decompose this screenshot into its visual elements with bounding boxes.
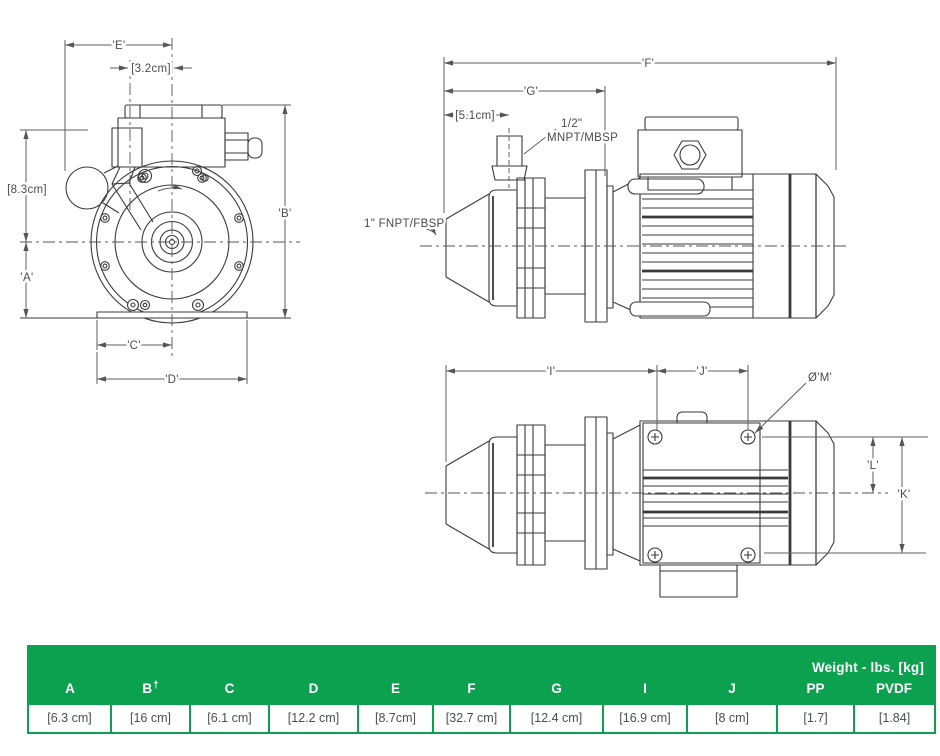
col-header-d: D xyxy=(269,679,358,704)
dim-label-5-1cm: [5.1cm] xyxy=(455,110,495,122)
weight-header-row: Weight - lbs. [kg] xyxy=(28,646,936,679)
dimension-3-2cm: [3.2cm] xyxy=(110,61,192,78)
col-header-j: J xyxy=(687,679,778,704)
col-header-a: A xyxy=(28,679,111,704)
dimension-c: 'C' xyxy=(96,320,172,355)
col-header-i: I xyxy=(603,679,687,704)
value-e: [8.7cm] xyxy=(357,703,434,734)
dagger-footnote-mark: † xyxy=(153,679,159,691)
value-i: [16.9 cm] xyxy=(602,703,688,734)
mounting-hole xyxy=(740,429,756,445)
junction-box-side xyxy=(637,116,743,191)
value-a: [6.3 cm] xyxy=(27,703,112,734)
dimension-f: 'F' xyxy=(443,56,837,213)
discharge-port xyxy=(491,128,528,188)
col-header-pvdf: PVDF xyxy=(854,679,936,704)
base-plate-front xyxy=(20,298,291,319)
motor-foot xyxy=(659,564,738,598)
dimension-i: 'I' xyxy=(445,364,657,462)
bottom-side-view-drawing: 'I' 'J' Ø'M' 'L' 'K' xyxy=(425,364,928,598)
dimension-8-3cm: [8.3cm] xyxy=(5,129,88,242)
dimension-a: 'A' xyxy=(18,242,36,318)
column-header-row: A B† C D E F G I J PP PVDF xyxy=(28,679,936,704)
col-header-pp: PP xyxy=(777,679,855,704)
inlet-callout: 1" FNPT/FBSP xyxy=(362,216,447,236)
dimension-l: 'L' xyxy=(865,437,881,493)
value-f: [32.7 cm] xyxy=(432,703,511,734)
col-header-g: G xyxy=(510,679,603,704)
dim-label-3-2cm: [3.2cm] xyxy=(131,63,171,75)
mounting-plate xyxy=(642,411,761,564)
flange-bolt-holes xyxy=(100,173,244,271)
dimensions-table: Weight - lbs. [kg] A B† C D E F G I J PP… xyxy=(27,645,937,734)
value-j: [8 cm] xyxy=(685,703,779,734)
dim-label-f: 'F' xyxy=(642,58,654,70)
col-header-b: B† xyxy=(111,679,190,704)
clamp-knob xyxy=(65,165,154,231)
dim-label-m: Ø'M' xyxy=(808,372,832,384)
value-c: [6.1 cm] xyxy=(189,703,270,734)
port-label-thread: MNPT/MBSP xyxy=(547,132,618,144)
col-header-e: E xyxy=(358,679,433,704)
value-g: [12.4 cm] xyxy=(509,703,604,734)
value-pvdf: [1.84] xyxy=(853,703,937,734)
junction-box-front xyxy=(111,104,263,168)
value-d: [12.2 cm] xyxy=(268,703,359,734)
dimension-m: Ø'M' xyxy=(754,370,834,434)
dim-label-b: 'B' xyxy=(279,208,292,220)
dim-label-k: 'K' xyxy=(898,489,911,501)
values-row: [6.3 cm] [16 cm] [6.1 cm] [12.2 cm] [8.7… xyxy=(27,703,937,734)
dimension-j: 'J' xyxy=(656,364,749,430)
dim-label-d: 'D' xyxy=(165,374,179,386)
mounting-hole xyxy=(647,429,663,445)
dim-label-g: 'G' xyxy=(524,86,538,98)
dim-label-j: 'J' xyxy=(696,366,707,378)
mounting-hole xyxy=(647,547,663,563)
dim-label-a: 'A' xyxy=(21,272,34,284)
dimension-d: 'D' xyxy=(96,320,248,389)
dim-label-c: 'C' xyxy=(127,340,141,352)
dim-label-8-3cm: [8.3cm] xyxy=(7,184,47,196)
dimension-e: 'E' xyxy=(64,38,172,171)
rotation-arrow xyxy=(157,184,183,192)
mounting-hole xyxy=(740,547,756,563)
dim-label-i: 'I' xyxy=(547,366,556,378)
pump-body-side-bottom xyxy=(445,411,835,598)
motor-fins-bottom xyxy=(643,421,792,565)
dimension-5-1cm: [5.1cm] xyxy=(444,108,509,125)
port-label-size: 1/2" xyxy=(561,118,582,130)
dimension-g: 'G' xyxy=(444,84,606,176)
inlet-label: 1" FNPT/FBSP xyxy=(364,218,445,230)
top-side-view-drawing: 'F' 'G' [5.1cm] 1/2" MNPT/MBSP 1" FNPT/F… xyxy=(362,56,848,323)
value-pp: [1.7] xyxy=(776,703,856,734)
port-callout: 1/2" MNPT/MBSP xyxy=(523,116,620,155)
col-header-c: C xyxy=(190,679,269,704)
value-b: [16 cm] xyxy=(110,703,191,734)
dim-label-e: 'E' xyxy=(113,40,126,52)
dim-label-l: 'L' xyxy=(867,460,879,472)
pump-dimension-drawing: 'E' [3.2cm] [8.3cm] 'A' 'B' 'C' xyxy=(5,38,928,598)
col-header-f: F xyxy=(433,679,510,704)
dimension-b: 'B' xyxy=(222,104,294,318)
pump-body-side-top xyxy=(445,169,835,323)
weight-header-label: Weight - lbs. [kg] xyxy=(777,646,936,679)
weight-header-spacer xyxy=(28,646,778,679)
front-view-drawing: 'E' [3.2cm] [8.3cm] 'A' 'B' 'C' xyxy=(5,38,300,389)
dimension-k: 'K' xyxy=(895,437,913,553)
